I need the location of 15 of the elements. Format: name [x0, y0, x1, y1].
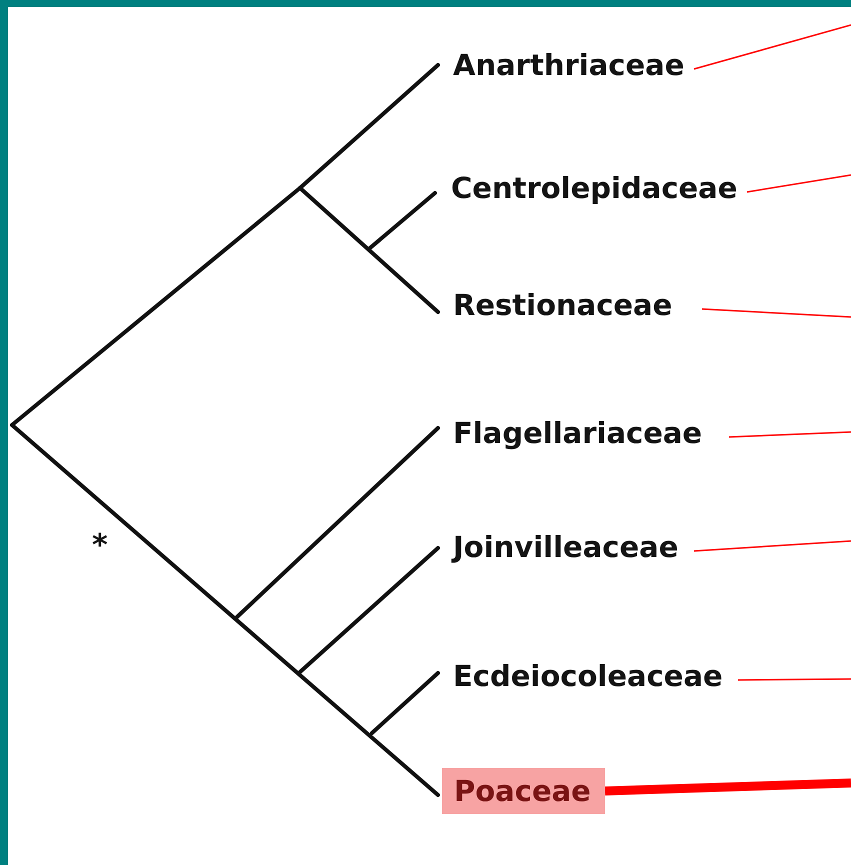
connector-line	[702, 308, 851, 318]
connector-line	[738, 678, 851, 681]
taxon-label: Centrolepidaceae	[451, 171, 748, 205]
taxon-label: Joinvilleaceae	[453, 530, 688, 564]
taxon-label: Ecdeiocoleaceae	[453, 659, 733, 693]
taxon-label: Restionaceae	[453, 288, 682, 322]
connector-line	[728, 431, 851, 438]
taxon-label: Anarthriaceae	[453, 48, 694, 82]
asterisk-mark: *	[92, 528, 108, 563]
connector-line	[746, 174, 851, 193]
taxon-label: Flagellariaceae	[453, 416, 712, 450]
connector-line	[694, 24, 851, 70]
highlighted-taxon-label: Poaceae	[442, 768, 605, 814]
thick-line	[604, 778, 851, 796]
connector-line	[694, 540, 851, 552]
